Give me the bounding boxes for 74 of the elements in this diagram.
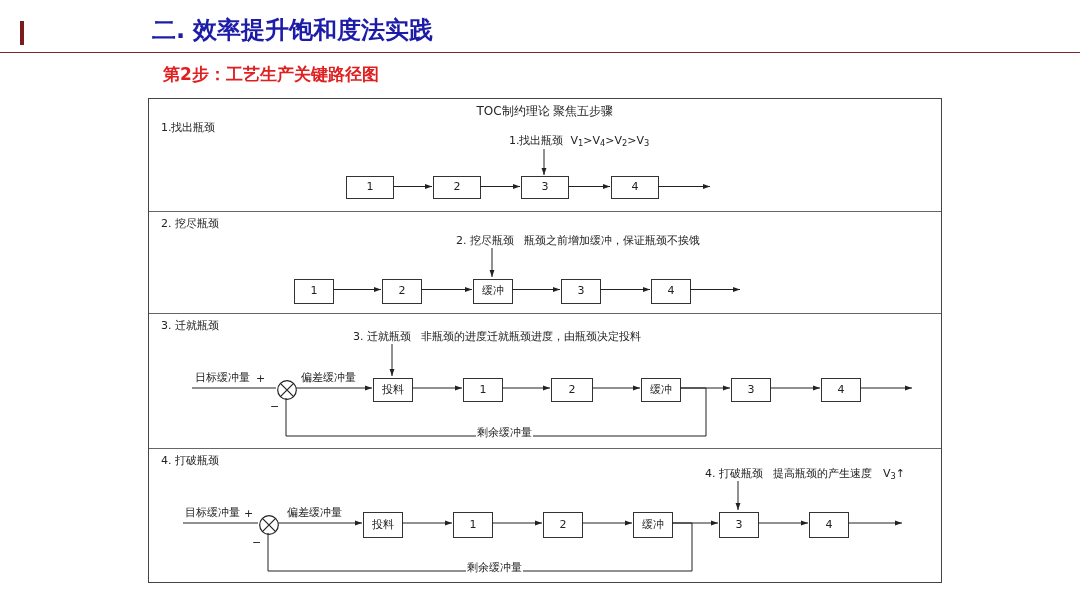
sign-label: −	[270, 399, 280, 415]
step-heading: 2. 挖尽瓶颈	[161, 216, 219, 232]
annotation-text: 2. 挖尽瓶颈 瓶颈之前增加缓冲，保证瓶颈不挨饿	[456, 232, 701, 250]
edge-label: 剩余缓冲量	[466, 561, 523, 575]
process-box: 1	[346, 176, 394, 199]
process-box: 2	[551, 378, 593, 402]
arrow	[511, 287, 561, 292]
process-box: 3	[521, 176, 569, 199]
arrow	[489, 247, 495, 278]
arrow	[392, 184, 433, 189]
annotation-text: 3. 迁就瓶颈 非瓶颈的进度迁就瓶颈进度，由瓶颈决定投料	[353, 328, 642, 346]
arrow	[847, 520, 903, 526]
arrow	[657, 184, 711, 189]
annotation-text: 1.找出瓶颈 V$_{1}$>V$_{4}$>V$_{2}$>V$_{3}$	[509, 132, 650, 150]
frame-title: TOC制约理论 聚焦五步骤	[475, 103, 615, 120]
diagram-frame	[148, 98, 942, 583]
edge-label: 偏差缓冲量	[300, 371, 357, 385]
arrow	[769, 385, 821, 391]
connector-line	[182, 522, 259, 524]
process-box: 2	[382, 279, 422, 304]
process-box: 1	[294, 279, 334, 304]
sign-label: +	[244, 506, 254, 522]
arrow	[295, 385, 373, 391]
process-box: 3	[731, 378, 771, 402]
connector-line	[285, 387, 707, 437]
process-box: 缓冲	[473, 279, 513, 304]
arrow	[332, 287, 382, 292]
process-box: 投料	[373, 378, 413, 402]
process-box: 4	[651, 279, 691, 304]
process-box: 4	[809, 512, 849, 538]
arrow	[599, 287, 651, 292]
sign-label: −	[252, 535, 262, 551]
arrow	[757, 520, 809, 526]
arrow	[689, 287, 741, 292]
sign-label: +	[256, 371, 266, 387]
process-box: 1	[453, 512, 493, 538]
arrow	[735, 480, 741, 511]
arrow	[389, 343, 395, 377]
arrow	[479, 184, 521, 189]
step-heading: 4. 打破瓶颈	[161, 453, 219, 469]
step-heading: 3. 迁就瓶颈	[161, 318, 219, 334]
process-box: 缓冲	[641, 378, 681, 402]
process-box: 2	[543, 512, 583, 538]
edge-label: 偏差缓冲量	[286, 506, 343, 520]
connector-line	[267, 522, 693, 572]
process-box: 4	[611, 176, 659, 199]
arrow	[401, 520, 453, 526]
page-title: 二. 效率提升饱和度法实践	[152, 15, 434, 46]
annotation-text: 4. 打破瓶颈 提高瓶颈的产生速度 V$_{3}$↑	[705, 465, 905, 483]
step-heading: 1.找出瓶颈	[161, 120, 216, 136]
process-box: 投料	[363, 512, 403, 538]
process-box: 2	[433, 176, 481, 199]
subtitle: 第2步：工艺生产关键路径图	[163, 63, 379, 86]
arrow	[491, 520, 543, 526]
connector-line	[191, 387, 277, 389]
process-box: 3	[561, 279, 601, 304]
arrow	[581, 520, 633, 526]
process-box: 4	[821, 378, 861, 402]
arrow	[541, 148, 547, 176]
arrow	[501, 385, 551, 391]
arrow	[859, 385, 913, 391]
edge-label: 日标缓冲量	[194, 371, 251, 385]
edge-label: 目标缓冲量	[184, 506, 241, 520]
arrow	[420, 287, 473, 292]
edge-label: 剩余缓冲量	[476, 426, 533, 440]
arrow	[567, 184, 611, 189]
summing-junction-symbol	[277, 380, 297, 400]
arrow	[591, 385, 641, 391]
summing-junction-symbol	[259, 515, 279, 535]
process-box: 缓冲	[633, 512, 673, 538]
arrow	[277, 520, 363, 526]
process-box: 1	[463, 378, 503, 402]
arrow	[411, 385, 463, 391]
process-box: 3	[719, 512, 759, 538]
